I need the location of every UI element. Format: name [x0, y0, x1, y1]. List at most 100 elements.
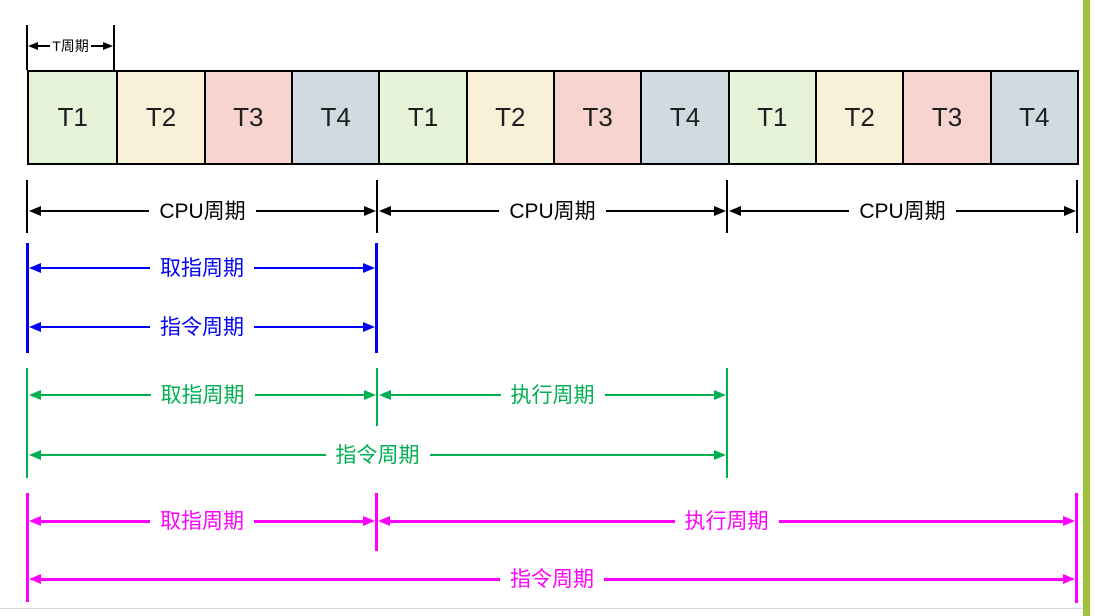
blue-boundary-tick: [375, 243, 378, 353]
arrow-right-icon: [714, 450, 726, 460]
arrow-left-icon: [29, 516, 41, 526]
dimension-line: [254, 326, 363, 328]
dimension-line: [254, 267, 363, 269]
arrow-right-icon: [1064, 206, 1076, 216]
t-state-cell: T1: [378, 72, 466, 163]
instruction-cycle-label: 指令周期: [510, 567, 594, 591]
fetch-cycle-label: 取指周期: [160, 256, 244, 280]
cpu-cycle-label: CPU周期: [509, 199, 596, 223]
arrow-right-icon: [1063, 574, 1075, 584]
dimension-line: [955, 210, 1064, 212]
cpu-cycle-label: CPU周期: [859, 199, 946, 223]
t-state-cell: T4: [989, 72, 1077, 163]
arrow-left-icon: [378, 516, 390, 526]
dimension-line: [90, 45, 103, 47]
t-state-cell: T1: [29, 72, 117, 163]
magenta-boundary-tick: [1075, 493, 1078, 603]
t-state-row: T1 T2 T3 T4 T1 T2 T3 T4 T1 T2 T3 T4: [27, 70, 1079, 165]
t-state-cell: T1: [727, 72, 815, 163]
cpu-cycle-tick: [26, 180, 28, 233]
arrow-right-icon: [363, 516, 375, 526]
dimension-line: [38, 45, 51, 47]
cpu-cycle-span-3: CPU周期: [729, 198, 1076, 224]
page-border-bar: [1083, 0, 1090, 616]
dimension-line: [41, 394, 151, 396]
blue-fetch-span: 取指周期: [29, 255, 375, 281]
arrow-left-icon: [379, 206, 391, 216]
cpu-cycle-span-2: CPU周期: [379, 198, 726, 224]
t-state-cell: T4: [291, 72, 379, 163]
cpu-cycle-label: CPU周期: [159, 199, 246, 223]
dimension-line: [255, 210, 364, 212]
arrow-right-icon: [363, 322, 375, 332]
green-boundary-tick: [376, 368, 378, 426]
t-state-cell: T3: [902, 72, 990, 163]
dimension-line: [41, 210, 150, 212]
fetch-cycle-label: 取指周期: [160, 383, 245, 407]
bottom-rule: [0, 608, 1083, 609]
t-period-right-tick: [113, 25, 115, 70]
arrow-left-icon: [29, 322, 41, 332]
dimension-line: [41, 267, 150, 269]
dimension-line: [41, 519, 150, 523]
t-state-cell: T2: [815, 72, 903, 163]
magenta-instruction-span: 指令周期: [29, 566, 1075, 592]
t-period-label: T周期: [52, 38, 89, 54]
execute-cycle-label: 执行周期: [510, 383, 595, 407]
arrow-left-icon: [379, 390, 391, 400]
fetch-cycle-label: 取指周期: [160, 509, 244, 533]
dimension-line: [254, 519, 363, 523]
blue-instruction-span: 指令周期: [29, 314, 375, 340]
t-state-cell: T3: [553, 72, 641, 163]
arrow-right-icon: [364, 206, 376, 216]
cpu-cycle-tick: [726, 180, 728, 233]
execute-cycle-label: 执行周期: [684, 509, 769, 533]
green-boundary-tick: [726, 368, 728, 478]
arrow-left-icon: [28, 42, 38, 50]
cpu-cycle-tick: [376, 180, 378, 233]
instruction-cycle-label: 指令周期: [160, 315, 244, 339]
t-period-left-tick: [26, 25, 28, 70]
arrow-left-icon: [29, 390, 41, 400]
dimension-line: [254, 394, 364, 396]
dimension-line: [605, 210, 714, 212]
dimension-line: [391, 210, 500, 212]
green-fetch-span: 取指周期: [29, 382, 376, 408]
dimension-line: [41, 326, 150, 328]
arrow-left-icon: [29, 206, 41, 216]
magenta-execute-span: 执行周期: [378, 508, 1075, 534]
arrow-left-icon: [729, 206, 741, 216]
dimension-line: [429, 454, 714, 456]
dimension-line: [778, 519, 1063, 523]
t-state-cell: T3: [203, 72, 291, 163]
dimension-line: [391, 394, 501, 396]
arrow-right-icon: [714, 206, 726, 216]
arrow-left-icon: [29, 450, 41, 460]
blue-boundary-tick: [26, 243, 29, 353]
dimension-line: [741, 210, 850, 212]
instruction-cycle-label: 指令周期: [335, 443, 420, 467]
arrow-right-icon: [363, 263, 375, 273]
arrow-left-icon: [29, 263, 41, 273]
green-boundary-tick: [26, 368, 28, 478]
dimension-line: [41, 454, 326, 456]
t-state-cell: T4: [640, 72, 728, 163]
cpu-cycle-tick: [1076, 180, 1078, 233]
green-instruction-span: 指令周期: [29, 442, 726, 468]
dimension-line: [604, 577, 1063, 581]
dimension-line: [41, 577, 500, 581]
magenta-boundary-tick: [375, 493, 378, 551]
cpu-cycle-span-1: CPU周期: [29, 198, 376, 224]
green-execute-span: 执行周期: [379, 382, 726, 408]
t-period-span: T周期: [28, 37, 113, 55]
arrow-right-icon: [103, 42, 113, 50]
dimension-line: [390, 519, 675, 523]
magenta-boundary-tick: [26, 493, 29, 602]
arrow-right-icon: [714, 390, 726, 400]
magenta-fetch-span: 取指周期: [29, 508, 375, 534]
arrow-right-icon: [1063, 516, 1075, 526]
arrow-right-icon: [364, 390, 376, 400]
t-state-cell: T2: [465, 72, 553, 163]
t-state-cell: T2: [116, 72, 204, 163]
